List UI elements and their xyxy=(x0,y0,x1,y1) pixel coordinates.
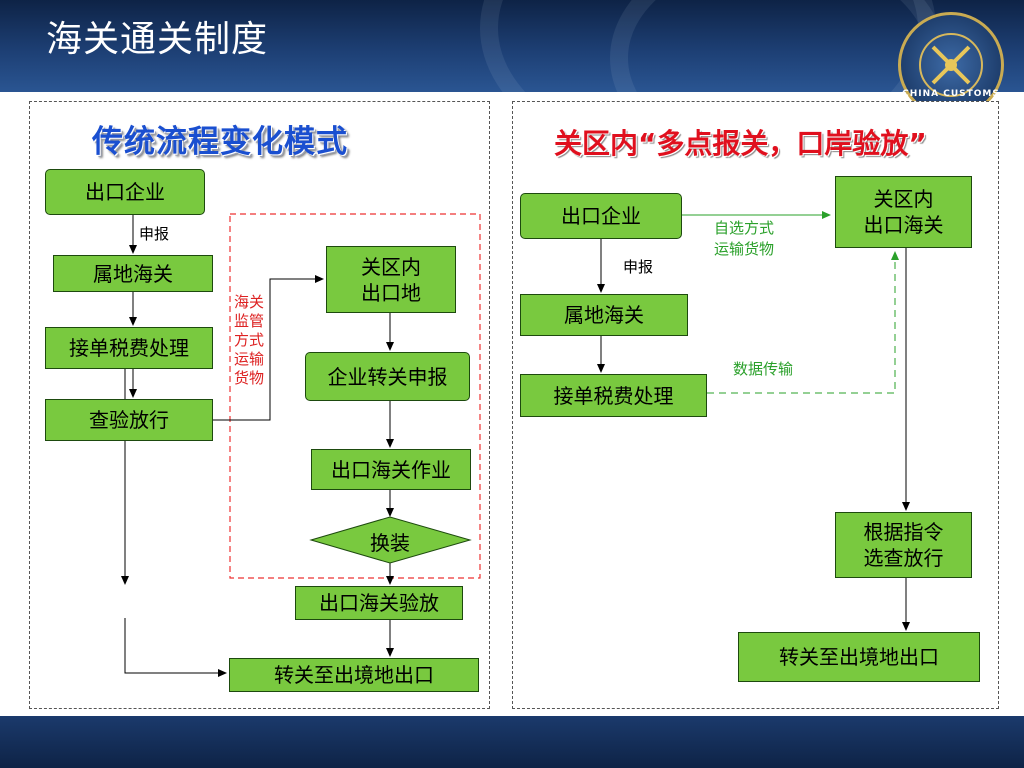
right-transfer-exit-node: 转关至出境地出口 xyxy=(738,632,980,682)
emblem-keys-icon xyxy=(931,45,971,85)
right-enterprise-node: 出口企业 xyxy=(520,193,682,239)
left-zone-origin-node: 关区内 出口地 xyxy=(326,246,456,313)
left-transship-label: 换装 xyxy=(370,531,410,555)
page-title: 海关通关制度 xyxy=(46,19,269,60)
right-local-customs-node: 属地海关 xyxy=(520,294,688,336)
left-local-customs-node: 属地海关 xyxy=(53,255,213,292)
supervised-transport-label: 海关 监管 方式 运输 货物 xyxy=(233,293,264,387)
left-export-customs-op-node: 出口海关作业 xyxy=(311,449,471,490)
footer-band xyxy=(0,716,1024,768)
emblem-inner-ring xyxy=(919,33,983,97)
emblem-text: CHINA CUSTOMS xyxy=(902,89,1000,99)
right-command-release-node: 根据指令 选查放行 xyxy=(835,512,972,578)
right-declare-label: 申报 xyxy=(623,258,654,276)
left-transfer-exit-node: 转关至出境地出口 xyxy=(229,658,479,692)
self-transport-label: 自选方式 运输货物 xyxy=(714,219,775,258)
header-banner: 海关通关制度 xyxy=(0,0,1024,92)
data-transfer-label: 数据传输 xyxy=(733,360,794,378)
right-zone-export-customs-node: 关区内 出口海关 xyxy=(835,176,972,248)
supervision-zone-outline xyxy=(229,213,481,579)
left-inspect-release-node: 查验放行 xyxy=(45,399,213,441)
left-transit-declaration-node: 企业转关申报 xyxy=(305,352,470,401)
transship-diamond xyxy=(309,516,472,564)
right-panel-title: 关区内“多点报关，口岸验放” xyxy=(554,127,927,160)
left-enterprise-node: 出口企业 xyxy=(45,169,205,215)
right-tax-processing-node: 接单税费处理 xyxy=(520,374,707,417)
left-panel-title: 传统流程变化模式 xyxy=(92,124,348,160)
left-export-inspect-node: 出口海关验放 xyxy=(295,586,463,620)
left-declare-label: 申报 xyxy=(139,225,170,243)
left-tax-processing-node: 接单税费处理 xyxy=(45,327,213,369)
